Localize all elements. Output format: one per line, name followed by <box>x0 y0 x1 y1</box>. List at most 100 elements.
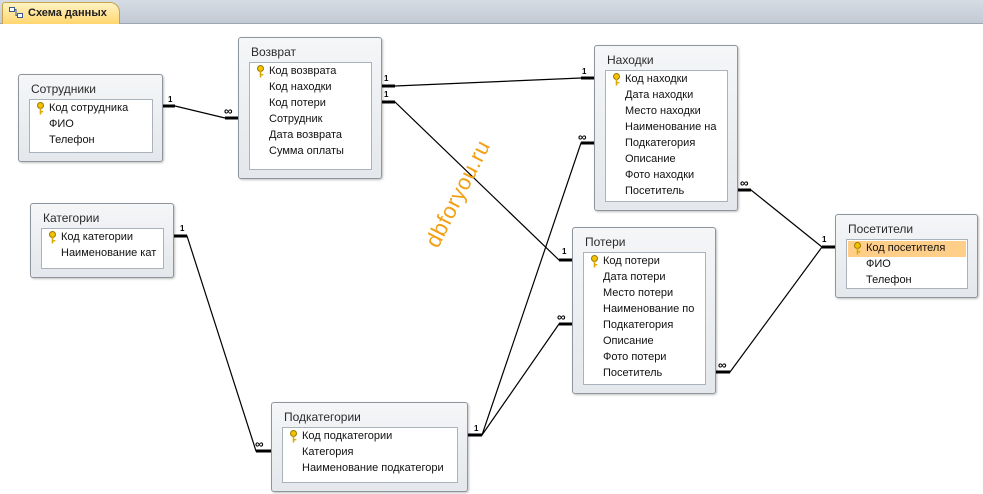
field-row[interactable]: Место потери <box>585 286 704 302</box>
field-row[interactable]: Описание <box>607 152 726 168</box>
field-row[interactable]: Код сотрудника <box>31 101 151 117</box>
field-name: Код находки <box>625 73 688 85</box>
field-name: Код находки <box>269 81 332 93</box>
field-row[interactable]: Код потери <box>251 96 370 112</box>
field-row[interactable]: Дата потери <box>585 270 704 286</box>
field-row[interactable]: Наименование на <box>607 120 726 136</box>
table-kategorii[interactable]: Категории Код категории Наименование кат <box>30 203 174 278</box>
field-row[interactable]: Сумма оплаты <box>251 144 370 160</box>
table-title: Потери <box>585 235 626 249</box>
field-row[interactable]: Посетитель <box>607 184 726 200</box>
cardinality-many: ∞ <box>740 176 749 190</box>
cardinality-many: ∞ <box>224 104 233 118</box>
field-name: Код категории <box>61 231 134 243</box>
field-row[interactable]: Телефон <box>31 133 151 149</box>
field-name: Сумма оплаты <box>269 145 344 157</box>
field-row[interactable]: Код категории <box>43 230 162 246</box>
field-name: Наименование на <box>625 121 717 133</box>
table-poteri[interactable]: Потери Код потери Дата потери Место поте… <box>572 227 716 394</box>
field-row[interactable]: Фото потери <box>585 350 704 366</box>
primary-key-icon <box>49 231 56 244</box>
table-title: Возврат <box>251 45 296 59</box>
cardinality-many: ∞ <box>578 130 587 144</box>
field-row-selected[interactable]: Код посетителя <box>848 241 966 257</box>
field-row[interactable]: Код подкатегории <box>284 429 456 445</box>
cardinality-one: 1 <box>168 95 173 104</box>
field-name: ФИО <box>49 118 74 130</box>
relationships-icon <box>9 7 23 18</box>
field-name: Код потери <box>603 255 660 267</box>
table-vozvrat[interactable]: Возврат Код возврата Код находки Код пот… <box>238 37 382 179</box>
relationship-kategorii-podkategorii <box>174 235 271 452</box>
relationship-nakhodki-posetiteli <box>738 189 835 248</box>
field-list[interactable]: Код категории Наименование кат <box>41 228 164 269</box>
cardinality-one: 1 <box>562 247 567 256</box>
field-name: Категория <box>302 446 354 458</box>
field-row[interactable]: ФИО <box>31 117 151 133</box>
field-list[interactable]: Код возврата Код находки Код потери Сотр… <box>249 62 372 170</box>
field-row[interactable]: Код потери <box>585 254 704 270</box>
field-row[interactable]: Подкатегория <box>607 136 726 152</box>
field-name: Код сотрудника <box>49 102 129 114</box>
field-name: Описание <box>603 335 654 347</box>
field-name: Место находки <box>625 105 701 117</box>
tab-relationships[interactable]: Схема данных <box>2 2 120 24</box>
cardinality-many: ∞ <box>718 358 727 372</box>
field-name: Телефон <box>866 274 912 286</box>
field-list[interactable]: Код подкатегории Категория Наименование … <box>282 427 458 483</box>
field-list[interactable]: Код потери Дата потери Место потери Наим… <box>583 252 706 385</box>
field-list[interactable]: Код посетителя ФИО Телефон <box>846 239 968 289</box>
field-name: Код подкатегории <box>302 430 393 442</box>
table-title: Сотрудники <box>31 82 96 96</box>
relationship-vozvrat-nakhodki <box>382 77 594 87</box>
field-name: Подкатегория <box>625 137 696 149</box>
field-name: Наименование кат <box>61 247 157 259</box>
field-row[interactable]: Описание <box>585 334 704 350</box>
field-name: Код потери <box>269 97 326 109</box>
table-posetiteli[interactable]: Посетители Код посетителя ФИО Телефон <box>835 214 978 298</box>
field-row[interactable]: Наименование кат <box>43 246 162 262</box>
cardinality-one: 1 <box>582 67 587 76</box>
tab-label: Схема данных <box>28 7 107 19</box>
field-list[interactable]: Код находки Дата находки Место находки Н… <box>605 70 728 202</box>
primary-key-icon <box>290 430 297 443</box>
field-name: Дата находки <box>625 89 694 101</box>
table-title: Посетители <box>848 222 914 236</box>
field-name: Описание <box>625 153 676 165</box>
table-podkategorii[interactable]: Подкатегории Код подкатегории Категория … <box>271 402 468 492</box>
primary-key-icon <box>257 65 264 78</box>
field-row[interactable]: Сотрудник <box>251 112 370 128</box>
cardinality-one: 1 <box>384 74 389 83</box>
field-row[interactable]: Категория <box>284 445 456 461</box>
field-row[interactable]: ФИО <box>848 257 966 273</box>
field-name: Подкатегория <box>603 319 674 331</box>
field-name: Наименование подкатегори <box>302 462 444 474</box>
field-row[interactable]: Телефон <box>848 273 966 288</box>
field-row[interactable]: Место находки <box>607 104 726 120</box>
field-row[interactable]: Посетитель <box>585 366 704 382</box>
field-list[interactable]: Код сотрудника ФИО Телефон <box>29 99 153 153</box>
field-row[interactable]: Подкатегория <box>585 318 704 334</box>
primary-key-icon <box>37 102 44 115</box>
field-row[interactable]: Наименование по <box>585 302 704 318</box>
primary-key-icon <box>854 242 861 255</box>
field-row[interactable]: Дата возврата <box>251 128 370 144</box>
primary-key-icon <box>591 255 598 268</box>
field-name: Посетитель <box>625 185 685 197</box>
table-title: Подкатегории <box>284 410 361 424</box>
table-title: Находки <box>607 53 654 67</box>
field-row[interactable]: Код находки <box>251 80 370 96</box>
field-name: Код возврата <box>269 65 337 77</box>
table-sotrudniki[interactable]: Сотрудники Код сотрудника ФИО Телефон <box>18 74 163 162</box>
field-row[interactable]: Код возврата <box>251 64 370 80</box>
table-title: Категории <box>43 211 100 225</box>
document-tab-bar: Схема данных <box>0 0 983 24</box>
table-nakhodki[interactable]: Находки Код находки Дата находки Место н… <box>594 45 738 211</box>
field-row[interactable]: Наименование подкатегори <box>284 461 456 477</box>
field-name: Дата возврата <box>269 129 343 141</box>
cardinality-one: 1 <box>384 90 389 99</box>
field-row[interactable]: Дата находки <box>607 88 726 104</box>
field-row[interactable]: Код находки <box>607 72 726 88</box>
field-row[interactable]: Фото находки <box>607 168 726 184</box>
